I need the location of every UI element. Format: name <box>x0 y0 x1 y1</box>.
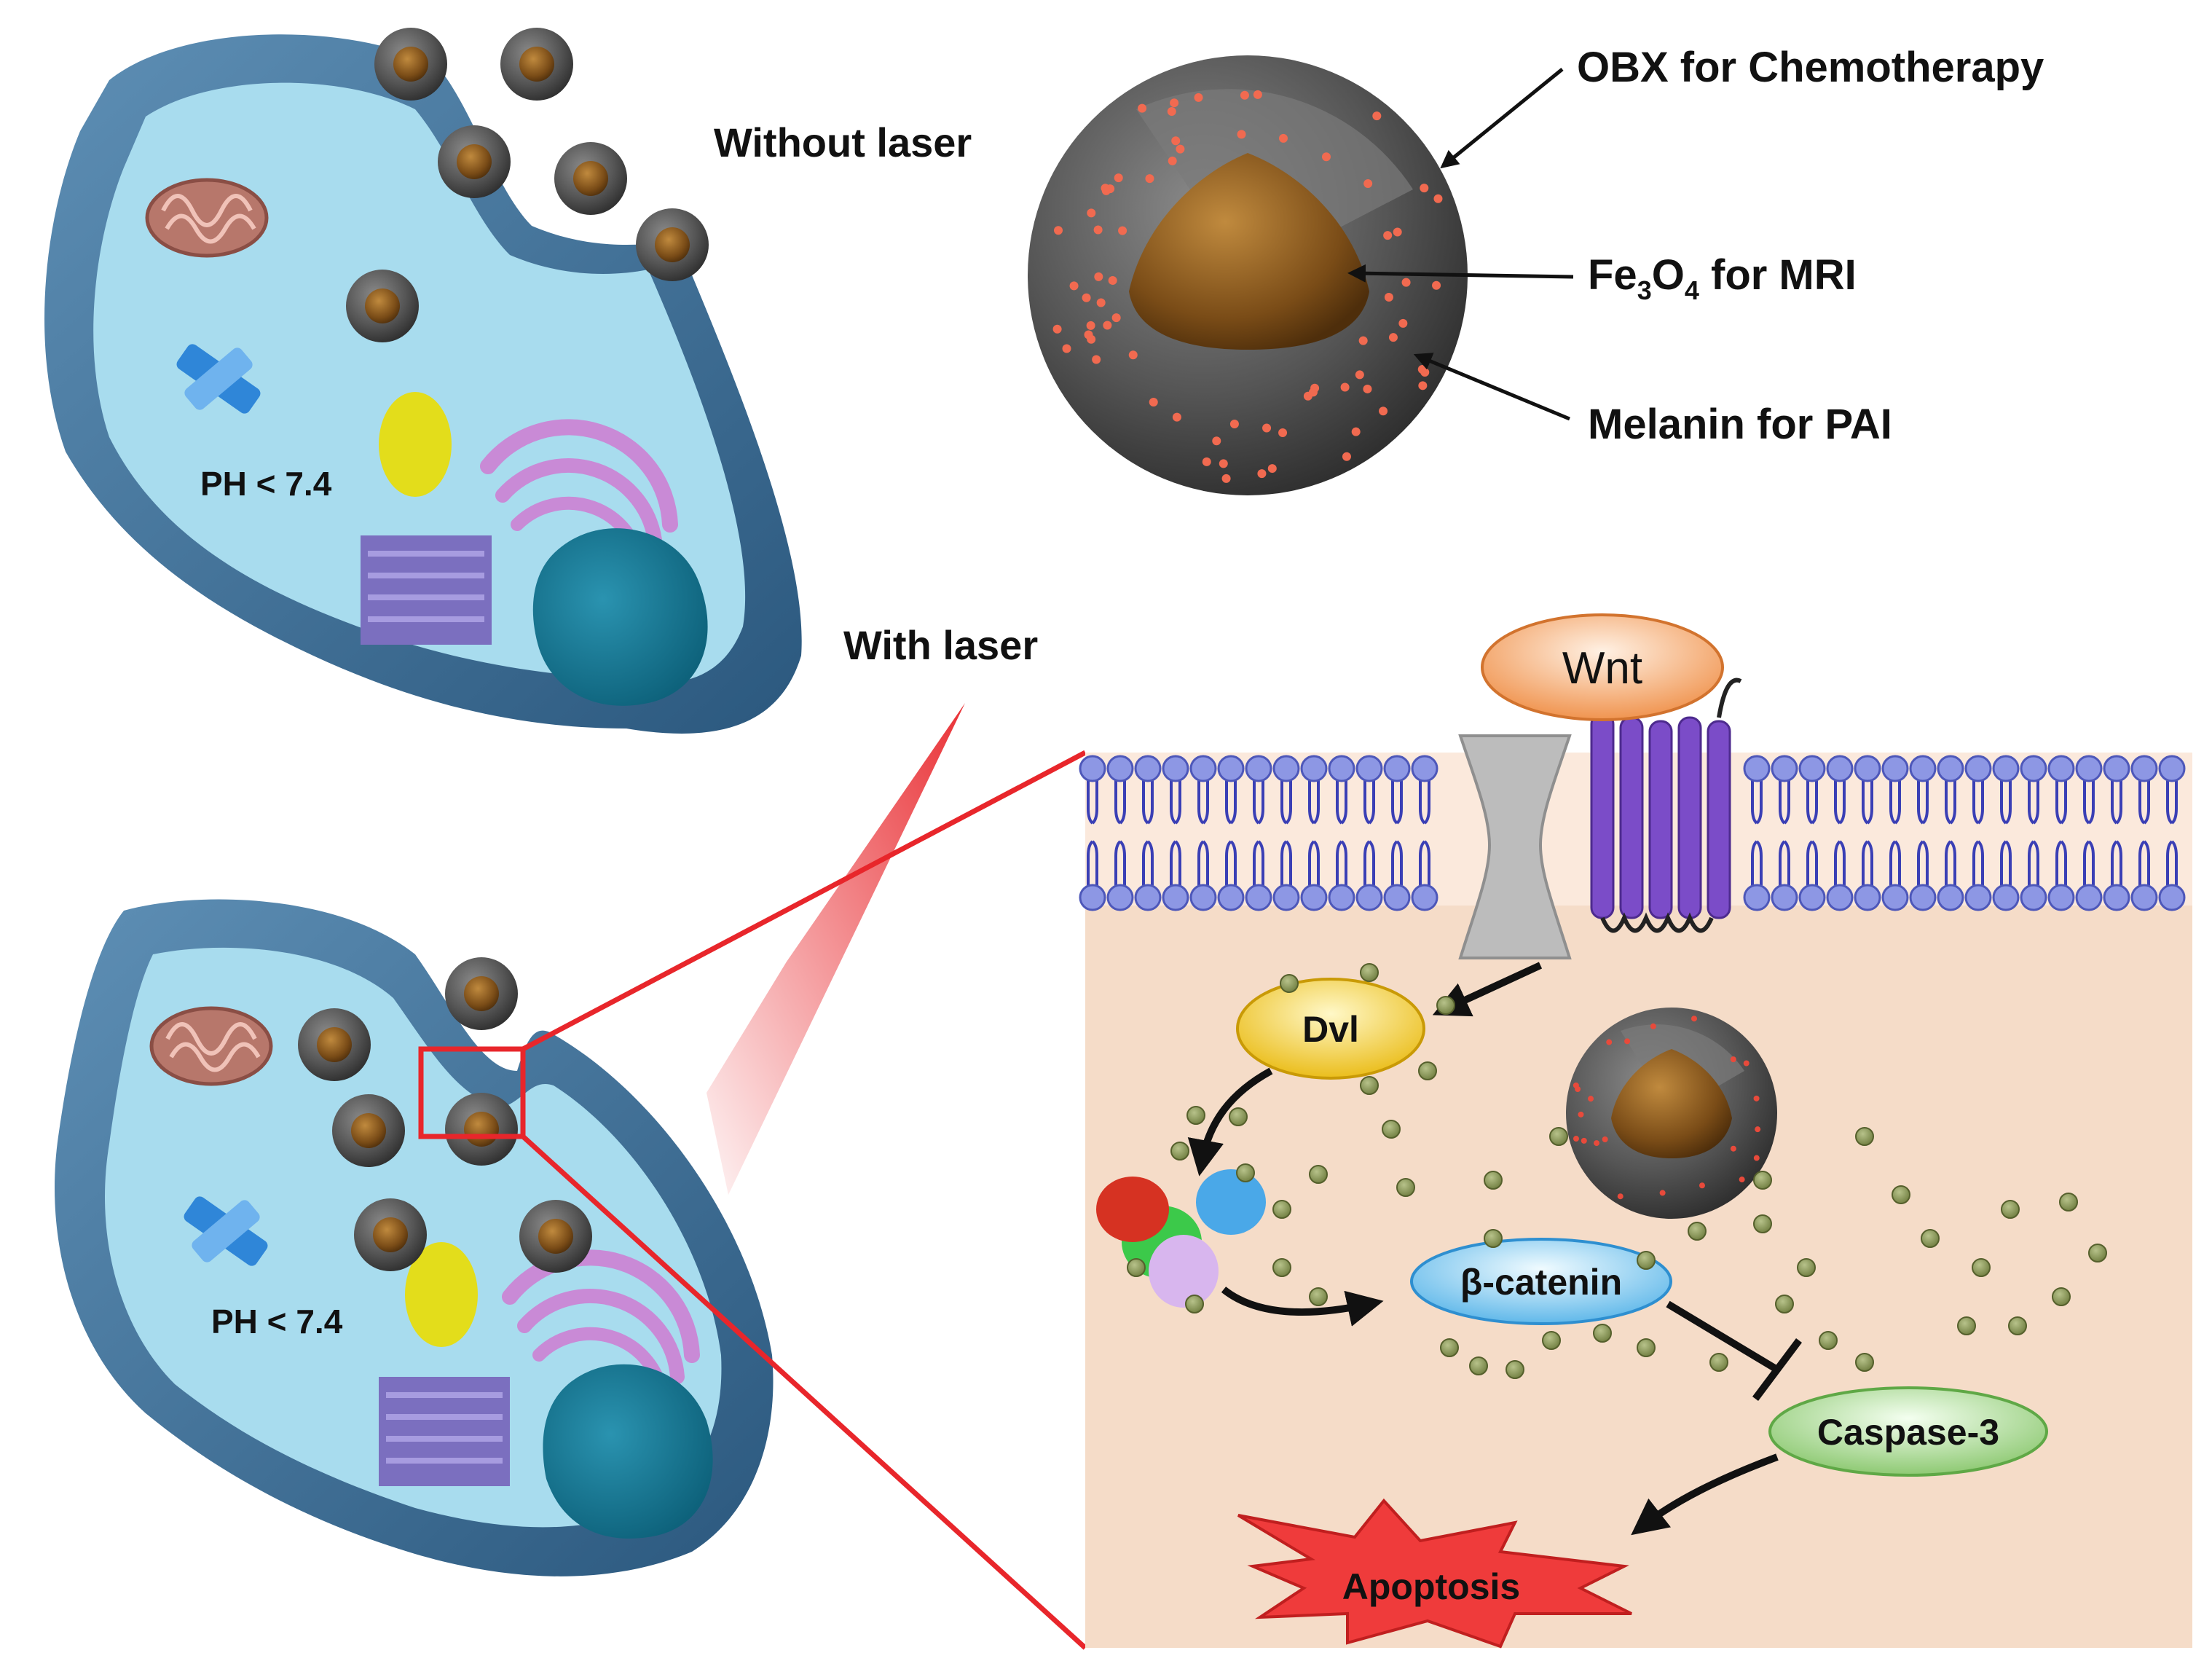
wnt-label: Wnt <box>1562 643 1642 694</box>
fe3o4-label: Fe3O4 for MRI <box>1588 251 1857 305</box>
bottom-lysosome <box>405 1242 478 1347</box>
top-mitochondrion <box>147 180 267 256</box>
arrow-dvl-to-complex <box>1187 1067 1273 1177</box>
with-laser-label: With laser <box>843 622 1038 668</box>
apoptosis-label: Apoptosis <box>1342 1566 1520 1607</box>
nanoparticle-cross-section <box>1028 55 1468 495</box>
bottom-ph-label: PH < 7.4 <box>211 1303 343 1340</box>
top-lysosome <box>379 392 452 497</box>
bottom-outside-nanoparticle <box>445 957 518 1030</box>
pathway-nanoparticle <box>1566 1008 1777 1219</box>
wnt-node <box>1481 613 1724 721</box>
inhibition-bar <box>1752 1338 1802 1401</box>
inhibition-beta-to-caspase <box>1666 1300 1779 1373</box>
fe3o4-pointer <box>1347 264 1574 283</box>
bottom-nucleus <box>543 1364 713 1539</box>
beta-catenin-node <box>1410 1238 1672 1325</box>
bottom-cell: PH < 7.4 <box>55 899 774 1576</box>
obx-label: OBX for Chemotherapy <box>1577 44 2044 91</box>
zoom-line-bottom <box>521 1134 1087 1650</box>
zoom-line-top <box>521 750 1087 1052</box>
caspase3-node <box>1768 1386 2048 1477</box>
top-cell: PH < 7.4 <box>44 34 802 734</box>
without-laser-label: Without laser <box>714 119 972 165</box>
released-drug-particles <box>1127 963 2107 1379</box>
pathway-panel: Wnt Dvl β-catenin Caspase-3 Apoptosis <box>1079 613 2192 1649</box>
lipid-bilayer <box>1079 755 2186 911</box>
arrow-complex-to-beta <box>1221 1287 1384 1327</box>
membrane-channel <box>1458 734 1572 959</box>
melanin-label: Melanin for PAI <box>1588 401 1892 448</box>
zoom-box <box>418 1046 526 1139</box>
bottom-er <box>379 1377 510 1486</box>
top-er <box>361 535 492 645</box>
arrow-caspase-to-apoptosis <box>1631 1453 1779 1536</box>
top-nucleus <box>532 528 708 706</box>
dvl-node <box>1236 978 1425 1080</box>
obx-pointer <box>1440 68 1564 169</box>
np-core <box>1129 153 1369 350</box>
arrow-receptor-to-dvl <box>1432 962 1543 1017</box>
top-ph-label: PH < 7.4 <box>200 465 332 503</box>
bottom-mitochondrion <box>151 1008 271 1084</box>
caspase3-label: Caspase-3 <box>1817 1412 1999 1453</box>
laser-beam <box>706 703 965 1195</box>
melanin-pointer <box>1413 353 1570 421</box>
frizzled-receptor <box>1590 678 1742 933</box>
dvl-label: Dvl <box>1302 1009 1359 1050</box>
top-nanoparticle <box>346 270 419 342</box>
obx-dots <box>1052 90 1443 483</box>
nanoparticle-labels: OBX for Chemotherapy Fe3O4 for MRI Melan… <box>1347 44 2044 448</box>
beta-catenin-label: β-catenin <box>1460 1262 1622 1303</box>
apoptosis-burst <box>1237 1498 1632 1649</box>
